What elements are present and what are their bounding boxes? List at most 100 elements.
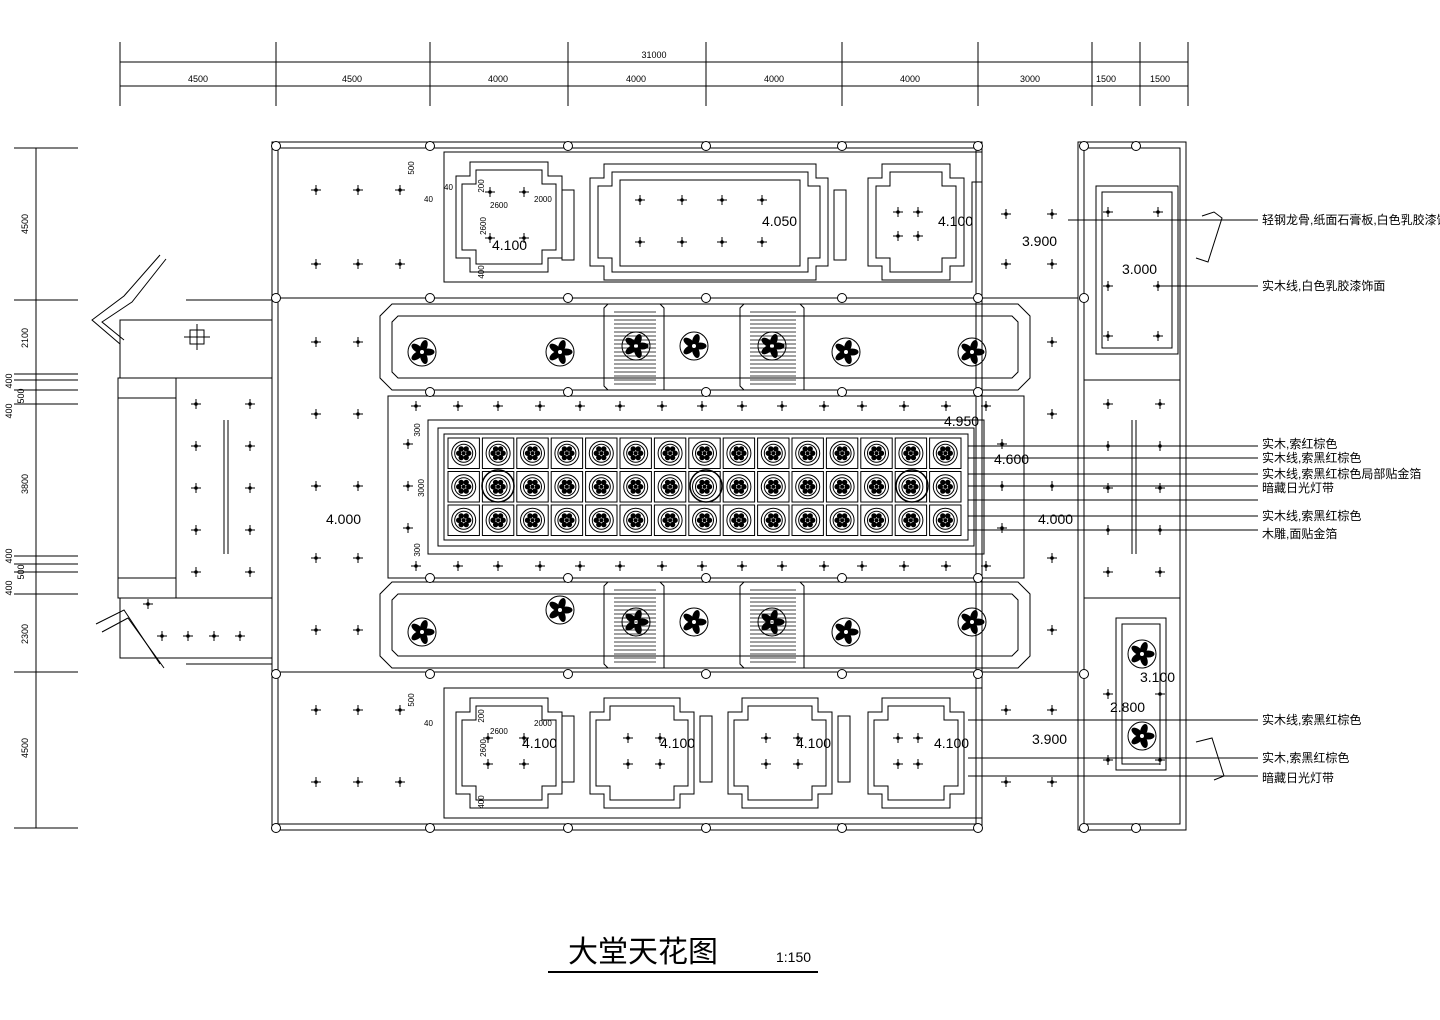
- column-node: [425, 823, 435, 833]
- downlight-dot: [700, 404, 704, 408]
- coffer-petal: [628, 484, 634, 490]
- coffer-petal: [561, 446, 568, 452]
- coffer-petal: [836, 446, 843, 452]
- downlight-dot: [194, 444, 198, 448]
- coffer-center: [702, 484, 707, 489]
- coffer-petal: [775, 450, 781, 456]
- downlight-dot: [638, 198, 642, 202]
- rosette-ring: [957, 337, 987, 367]
- coffer-petal: [940, 446, 946, 452]
- coffer-petal: [527, 488, 533, 494]
- column-node: [973, 669, 983, 679]
- downlight: [913, 759, 923, 769]
- coffer-ring-inner: [729, 510, 749, 530]
- downlight-dot: [1158, 570, 1162, 574]
- coffer-petal: [596, 479, 602, 486]
- coffer-petal: [532, 488, 538, 494]
- coffer-petal: [733, 479, 740, 486]
- dim-small-top-c: 2600: [490, 201, 508, 210]
- coffer-petal: [456, 450, 462, 456]
- downlight: [615, 401, 625, 411]
- downlight-dot: [314, 262, 318, 266]
- coffer-cell: [791, 504, 824, 536]
- coffer-ring-inner: [867, 510, 886, 530]
- downlight: [997, 523, 1007, 533]
- dim-left-3: 400: [4, 373, 14, 388]
- coffer-cell: [653, 437, 687, 469]
- downlight: [311, 409, 321, 419]
- downlight-dot: [486, 736, 490, 740]
- coffer-petal: [630, 446, 636, 452]
- downlight-dot: [212, 634, 216, 638]
- downlight-dot: [760, 240, 764, 244]
- coffer-ring: [657, 440, 683, 466]
- downlight-dot: [1158, 444, 1162, 448]
- downlight: [1103, 399, 1113, 409]
- coffer-petal: [492, 446, 499, 452]
- coffer-ring-inner: [454, 477, 474, 497]
- downlight: [1047, 259, 1057, 269]
- downlight-dot: [194, 570, 198, 574]
- downlight-dot: [146, 602, 150, 606]
- dim-small-top-e: 2600: [479, 217, 488, 235]
- coffer-center: [771, 518, 776, 523]
- coffer-center: [840, 518, 845, 523]
- coffer-petal: [802, 513, 808, 519]
- column-node: [701, 573, 711, 583]
- coffer-ring-inner: [763, 443, 783, 463]
- coffer-cell: [447, 437, 480, 469]
- coffer-cell: [481, 504, 515, 536]
- downlight-dot: [916, 210, 920, 214]
- coffer-petal: [635, 488, 641, 494]
- downlight-dot: [860, 564, 864, 568]
- coffer-ring: [932, 474, 958, 500]
- coffer-ring: [520, 440, 545, 466]
- rosette-center: [419, 629, 425, 635]
- column-node: [701, 387, 711, 397]
- coffer-petal: [490, 484, 496, 490]
- coffer-petal: [527, 513, 533, 519]
- coffer-petal: [532, 446, 538, 452]
- coffer-cell: [757, 471, 790, 503]
- downlight-dot: [1158, 486, 1162, 490]
- downlight: [1155, 755, 1165, 765]
- level-bottom-3: 4.100: [796, 735, 831, 751]
- downlight-dot: [902, 404, 906, 408]
- coffer-ring-inner: [901, 443, 921, 463]
- dim-left-1: 4500: [20, 214, 30, 234]
- downlight-dot: [356, 412, 360, 416]
- downlight-dot: [1004, 262, 1008, 266]
- coffer-ring: [520, 507, 545, 533]
- coffer-petal: [937, 450, 943, 456]
- coffer-medallion: [895, 469, 929, 503]
- coffer-petal: [738, 513, 745, 519]
- downlight-dot: [1106, 486, 1110, 490]
- downlight: [245, 567, 255, 577]
- downlight-dot: [1000, 484, 1004, 488]
- downlight-dot: [764, 762, 768, 766]
- downlight: [1155, 399, 1165, 409]
- downlight: [353, 777, 363, 787]
- downlight-dot: [1106, 758, 1110, 762]
- downlight-dot: [660, 404, 664, 408]
- coffer-petal: [905, 446, 912, 452]
- column-node: [563, 669, 573, 679]
- downlight: [519, 233, 529, 243]
- coffer-cell: [791, 471, 824, 503]
- downlight-dot: [680, 240, 684, 244]
- downlight-dot: [822, 564, 826, 568]
- downlight: [535, 561, 545, 571]
- coffer-petal: [844, 450, 850, 456]
- coffer-petal: [910, 446, 917, 452]
- coffer-ring-inner: [798, 477, 818, 497]
- coffer-center: [530, 518, 535, 523]
- coffer-petal: [733, 513, 740, 519]
- coffer-ring-inner: [935, 510, 955, 530]
- downlight-dot: [1000, 526, 1004, 530]
- dim-left-7: 400: [4, 548, 14, 563]
- coffer-petal: [492, 454, 499, 461]
- rosette-ring: [1127, 721, 1157, 751]
- coffer-ring: [898, 440, 924, 466]
- downlight-dot: [1106, 210, 1110, 214]
- coffer-petal: [664, 513, 671, 519]
